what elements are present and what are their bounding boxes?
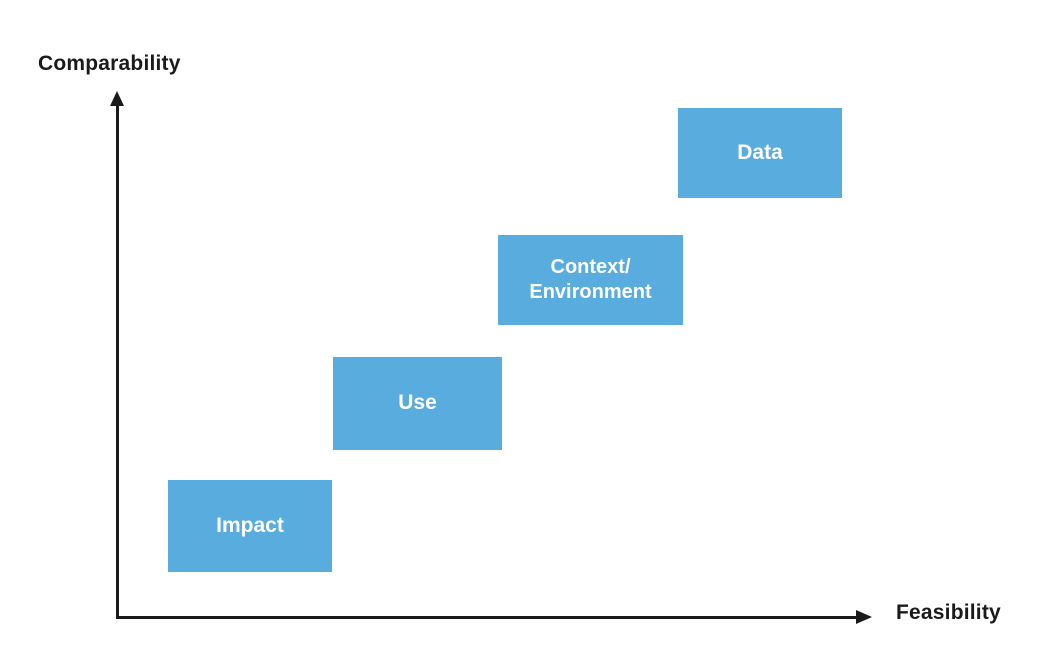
x-axis-line bbox=[116, 616, 857, 619]
step-box-use: Use bbox=[333, 357, 502, 450]
step-label-data: Data bbox=[737, 140, 783, 164]
step-box-impact: Impact bbox=[168, 480, 332, 572]
step-label-impact: Impact bbox=[216, 513, 284, 537]
step-box-data: Data bbox=[678, 108, 842, 198]
x-axis-label: Feasibility bbox=[896, 601, 1001, 624]
step-label-use: Use bbox=[398, 391, 437, 415]
x-axis-arrow-right-icon bbox=[856, 610, 872, 624]
y-axis-arrow-up-icon bbox=[110, 91, 124, 106]
y-axis-label: Comparability bbox=[38, 52, 181, 75]
step-label-context-environment: Context/ Environment bbox=[529, 256, 652, 303]
y-axis-line bbox=[116, 102, 119, 619]
step-box-context-environment: Context/ Environment bbox=[498, 235, 683, 325]
